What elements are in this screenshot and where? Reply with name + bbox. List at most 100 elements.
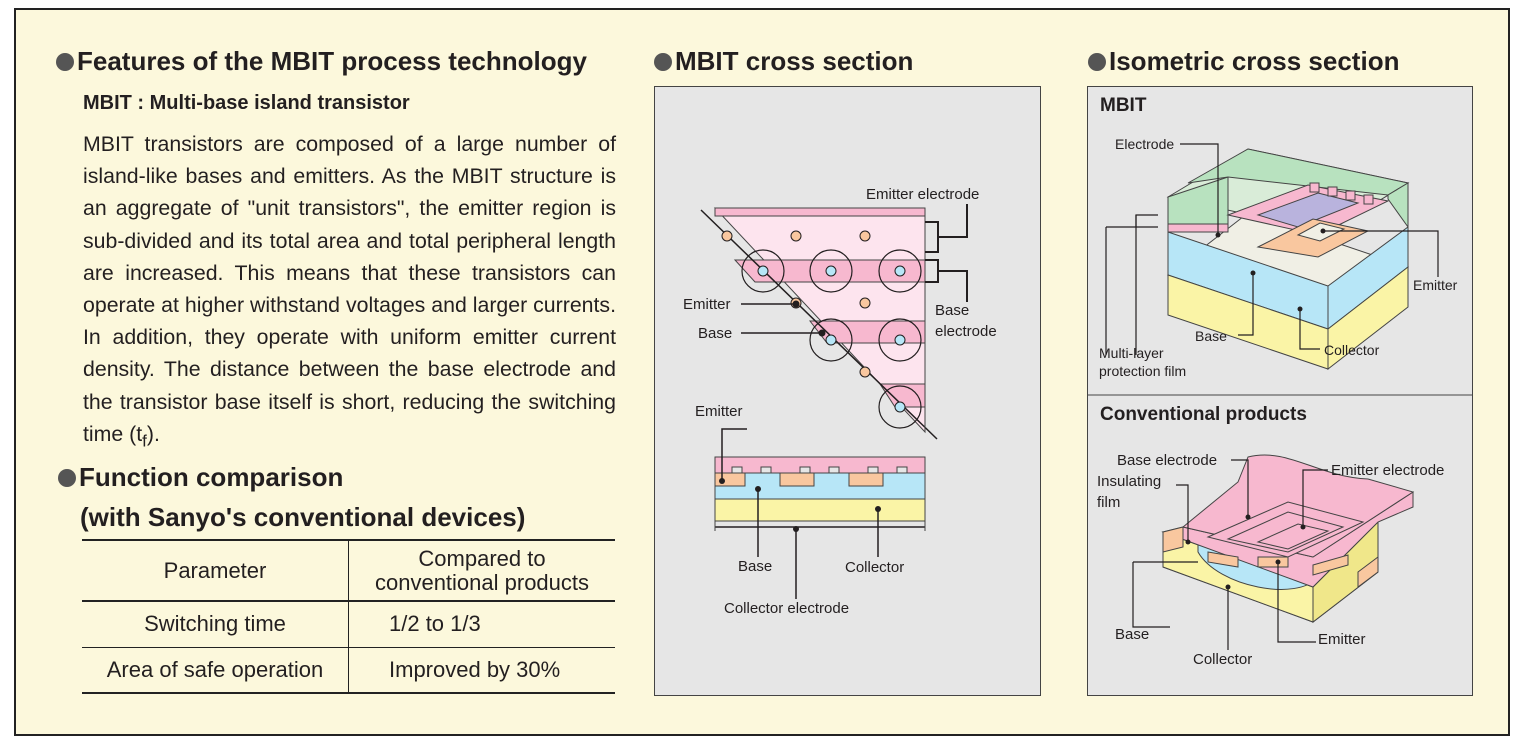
leader-line [1231,459,1249,517]
leader-line [938,270,968,302]
bracket [925,259,939,283]
features-heading: Features of the MBIT process technology [56,46,587,77]
plan-view: Emitter electrode Emitter Base Base elec… [683,186,997,440]
emitter-island [721,230,733,242]
leader-dot [793,526,799,532]
table-row: Switching time 1/2 to 1/3 [82,601,615,647]
base-island [878,318,922,362]
table-header-parameter: Parameter [82,540,349,601]
isometric-panel: MBIT [1087,86,1473,696]
base-layer [714,472,926,500]
leader-dot [1225,584,1231,590]
table-cell: Switching time [82,601,349,647]
leader-dot [818,329,826,337]
label-base: Base [698,325,732,342]
emitter-electrode-strip [714,207,926,217]
emitter-island [790,230,802,242]
label-base: Base [1115,626,1149,643]
cross-section-heading: MBIT cross section [654,46,913,77]
base-island [809,249,853,293]
table-cell: Area of safe operation [82,647,349,693]
mbit-isometric-block [1166,148,1410,371]
label-emitter-electrode: Emitter electrode [866,186,979,203]
cross-section-panel: Emitter electrode Emitter Base Base elec… [654,86,1041,696]
function-heading: Function comparison [58,462,343,493]
function-heading-line2: (with Sanyo's conventional devices) [80,502,526,532]
collector-layer [714,498,926,522]
base-contact [825,265,837,277]
label-emitter: Emitter [1318,631,1366,648]
base-contact [894,334,906,346]
bracket [925,221,939,253]
leader-dot [1300,524,1306,530]
base-island [878,249,922,293]
features-body: MBIT transistors are composed of a large… [83,132,616,451]
base-contact [894,265,906,277]
emitter-region [1207,551,1239,568]
table-row: Area of safe operation Improved by 30% [82,647,615,693]
label-collector: Collector [845,559,904,576]
label-base: Base [1195,328,1227,344]
mbit-title: MBIT [1100,95,1147,116]
conventional-title: Conventional products [1100,404,1307,425]
leader-line [1176,484,1189,542]
leader-line [1238,273,1254,336]
protection-film-side [1387,182,1409,229]
bullet-icon [58,469,76,487]
emitter-island [859,297,871,309]
label-base-electrode-2: electrode [935,323,997,340]
leader-dot [755,486,761,492]
datasheet-frame: Features of the MBIT process technology … [14,8,1510,736]
label-electrode: Electrode [1115,136,1174,152]
emitter-island [859,366,871,378]
leader-line [1302,469,1328,527]
section-view: Emitter Base Collector Collector electro… [695,403,926,617]
collector-side [1327,265,1409,371]
label-emitter-lower: Emitter [695,403,743,420]
conventional-isometric-block [1161,454,1415,624]
electrode-pattern [1256,192,1360,228]
leader-line [938,204,968,238]
pink-layer [714,456,926,474]
leader-dot [1297,306,1303,312]
edge-region [1357,556,1379,588]
bullet-icon [654,53,672,71]
label-insulating-film: Insulating [1097,473,1161,490]
base-contact [757,265,769,277]
emitter-region [779,472,815,487]
label-protection-film-2: protection film [1099,363,1186,379]
layer-edge [1167,223,1229,233]
leader-dot [1250,270,1256,276]
emitter-region [1257,556,1289,568]
leader-line [1277,562,1316,643]
base-island [741,249,785,293]
label-collector: Collector [1324,342,1380,358]
leader-dot [1215,232,1221,238]
emitter-island [859,230,871,242]
leader-dot [792,300,800,308]
isometric-heading: Isometric cross section [1088,46,1399,77]
table-cell: 1/2 to 1/3 [389,611,481,637]
cut-line [700,209,938,440]
leader-dot [875,506,881,512]
base-island [809,318,853,362]
leader-dot [1245,514,1251,520]
leader-dot [719,478,725,484]
label-base-electrode: Base [935,302,969,319]
emitter-region [848,472,884,487]
leader-line [1299,309,1320,350]
base-contact [825,334,837,346]
label-emitter-electrode: Emitter electrode [1331,462,1444,479]
bullet-icon [56,53,74,71]
edge-region [1162,526,1184,553]
label-emitter: Emitter [1413,277,1458,293]
label-collector: Collector [1193,651,1252,668]
label-base-electrode: Base electrode [1117,452,1217,469]
bullet-icon [1088,53,1106,71]
label-collector-electrode: Collector electrode [724,600,849,617]
label-insulating-film-2: film [1097,494,1120,511]
leader-line [1323,230,1439,277]
